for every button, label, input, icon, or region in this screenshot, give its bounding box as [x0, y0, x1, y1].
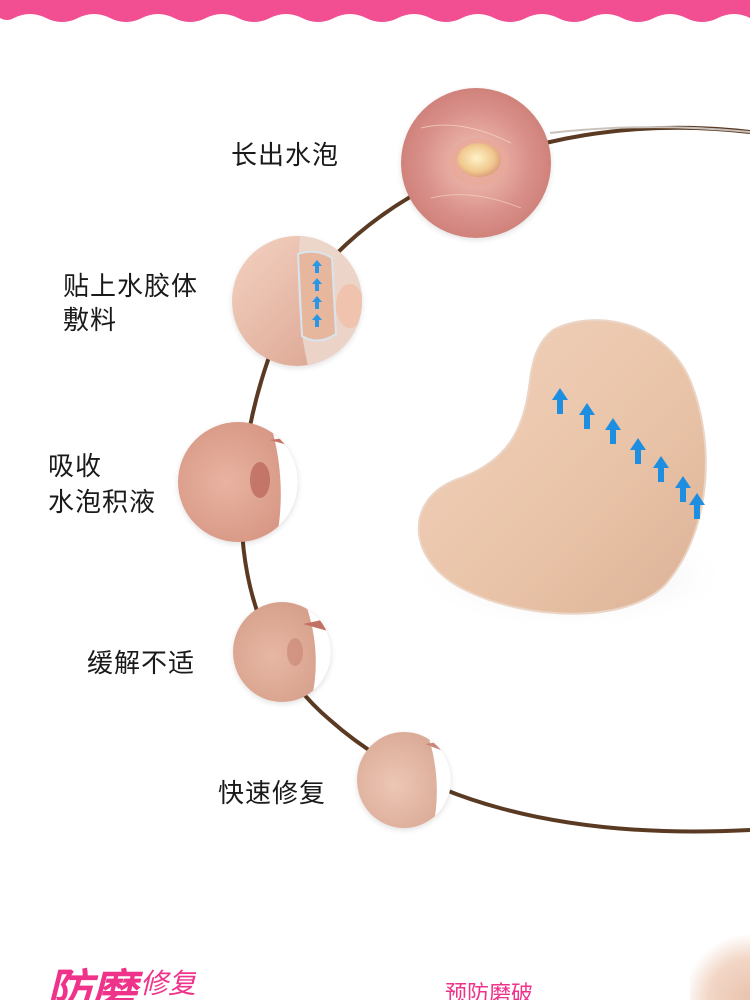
step-label-apply-dressing: 贴上水胶体 敷料 [63, 270, 198, 338]
section-title: 防磨修复 [46, 955, 196, 1000]
fast-repair-image [357, 732, 451, 828]
corner-skin-image [690, 930, 750, 1000]
step-label-relieve: 缓解不适 [87, 649, 196, 679]
apply-patch-image [232, 236, 362, 366]
absorb-arrows [552, 388, 705, 519]
step-label-grow-blister: 长出水泡 [231, 141, 340, 171]
top-wave-banner [0, 0, 750, 22]
step-label-absorb-line1: 吸收 [48, 452, 103, 482]
section-title-main: 防磨 [46, 964, 136, 1000]
section-subtitle: 预防磨破 [445, 982, 534, 1000]
blister-image [401, 88, 551, 238]
step-label-fast-repair: 快速修复 [218, 779, 327, 809]
step-label-apply-dressing-line2: 敷料 [63, 306, 118, 336]
absorb-fluid-image [178, 422, 298, 542]
relieve-discomfort-image [233, 602, 331, 702]
step-label-absorb: 吸收 水泡积液 [48, 449, 156, 521]
step-label-apply-dressing-line1: 贴上水胶体 [63, 272, 199, 302]
step-label-absorb-line2: 水泡积液 [48, 488, 157, 518]
section-title-small: 修复 [140, 967, 197, 1000]
hydrocolloid-patch [395, 300, 730, 640]
